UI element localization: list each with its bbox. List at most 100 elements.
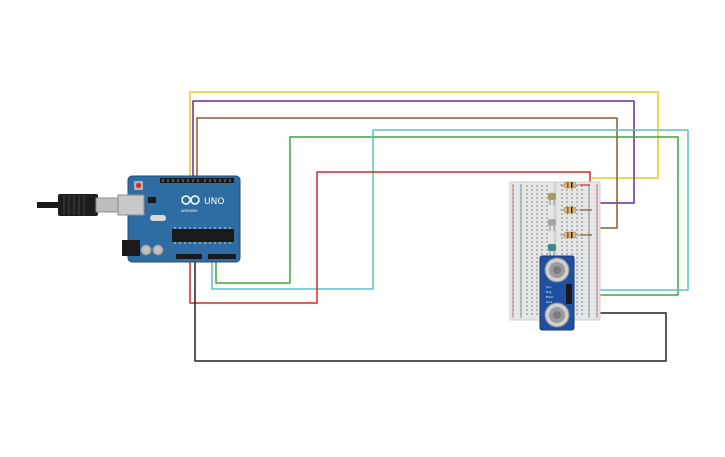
sensor-pin-label-echo: Echo bbox=[546, 295, 553, 299]
breadboard-hole bbox=[536, 289, 538, 291]
breadboard-hole bbox=[536, 237, 538, 239]
breadboard-hole bbox=[576, 313, 578, 315]
breadboard-hole bbox=[512, 193, 514, 195]
breadboard-hole bbox=[566, 245, 568, 247]
breadboard-hole bbox=[541, 205, 543, 207]
usb-plug-ridges bbox=[63, 195, 85, 215]
breadboard-hole bbox=[526, 189, 528, 191]
breadboard-hole bbox=[512, 245, 514, 247]
arduino-uno-board[interactable]: UNO ARDUINO bbox=[117, 175, 241, 263]
wire-yellow[interactable] bbox=[189, 91, 659, 179]
breadboard-hole bbox=[512, 249, 514, 251]
wire-brown[interactable] bbox=[196, 117, 618, 229]
breadboard-hole bbox=[541, 197, 543, 199]
breadboard-hole bbox=[512, 289, 514, 291]
breadboard-hole bbox=[531, 265, 533, 267]
breadboard-hole bbox=[588, 193, 590, 195]
breadboard-hole bbox=[581, 309, 583, 311]
usb-cable[interactable] bbox=[37, 194, 121, 216]
breadboard-hole bbox=[596, 269, 598, 271]
breadboard-hole bbox=[531, 201, 533, 203]
breadboard-hole bbox=[520, 197, 522, 199]
breadboard-hole bbox=[520, 229, 522, 231]
breadboard-hole bbox=[526, 297, 528, 299]
breadboard-hole bbox=[588, 197, 590, 199]
breadboard-hole bbox=[561, 237, 563, 239]
breadboard-hole bbox=[576, 189, 578, 191]
breadboard-hole bbox=[588, 229, 590, 231]
ultrasonic-sensor[interactable]: Vcc Trig Echo Gnd bbox=[539, 255, 575, 331]
breadboard-hole bbox=[531, 261, 533, 263]
breadboard-hole bbox=[541, 209, 543, 211]
breadboard-hole bbox=[588, 293, 590, 295]
resistor-2[interactable] bbox=[560, 206, 580, 214]
breadboard-hole bbox=[520, 237, 522, 239]
breadboard-hole bbox=[596, 273, 598, 275]
breadboard-hole bbox=[571, 217, 573, 219]
breadboard-hole bbox=[512, 237, 514, 239]
breadboard-hole bbox=[541, 217, 543, 219]
breadboard-hole bbox=[520, 301, 522, 303]
breadboard-hole bbox=[596, 261, 598, 263]
led-gray[interactable] bbox=[548, 219, 556, 231]
breadboard-hole bbox=[536, 209, 538, 211]
breadboard-hole bbox=[526, 245, 528, 247]
breadboard-hole bbox=[588, 273, 590, 275]
breadboard-hole bbox=[596, 297, 598, 299]
breadboard-hole bbox=[576, 225, 578, 227]
breadboard-hole bbox=[512, 189, 514, 191]
resistor-1[interactable] bbox=[560, 181, 580, 189]
breadboard-hole bbox=[520, 253, 522, 255]
breadboard-hole bbox=[536, 185, 538, 187]
breadboard-hole bbox=[541, 213, 543, 215]
breadboard-hole bbox=[571, 197, 573, 199]
breadboard-hole bbox=[546, 197, 548, 199]
breadboard-hole bbox=[526, 197, 528, 199]
breadboard-hole bbox=[588, 301, 590, 303]
wire-black[interactable] bbox=[194, 260, 667, 362]
breadboard-hole bbox=[536, 277, 538, 279]
breadboard-hole bbox=[588, 297, 590, 299]
breadboard-hole bbox=[512, 225, 514, 227]
breadboard-hole bbox=[536, 269, 538, 271]
wire-cyan[interactable] bbox=[211, 129, 689, 291]
breadboard-hole bbox=[561, 225, 563, 227]
breadboard-hole bbox=[576, 217, 578, 219]
breadboard-hole bbox=[581, 273, 583, 275]
arduino-logo-icon bbox=[181, 195, 200, 205]
resistor-3[interactable] bbox=[560, 231, 580, 239]
breadboard-hole bbox=[536, 189, 538, 191]
breadboard-hole bbox=[596, 209, 598, 211]
breadboard-hole bbox=[546, 201, 548, 203]
breadboard-hole bbox=[531, 285, 533, 287]
breadboard-hole bbox=[512, 217, 514, 219]
breadboard-hole bbox=[520, 297, 522, 299]
breadboard-hole bbox=[588, 217, 590, 219]
breadboard-hole bbox=[596, 221, 598, 223]
breadboard-hole bbox=[526, 241, 528, 243]
breadboard-hole bbox=[581, 213, 583, 215]
breadboard-hole bbox=[536, 241, 538, 243]
breadboard-hole bbox=[512, 205, 514, 207]
breadboard-hole bbox=[520, 257, 522, 259]
breadboard-hole bbox=[536, 261, 538, 263]
wire-red[interactable] bbox=[189, 171, 591, 304]
breadboard-hole bbox=[596, 265, 598, 267]
breadboard-hole bbox=[588, 277, 590, 279]
wire-green[interactable] bbox=[215, 136, 679, 296]
wire-purple[interactable] bbox=[192, 100, 635, 204]
capacitor-1 bbox=[140, 244, 152, 256]
breadboard-hole bbox=[566, 253, 568, 255]
breadboard-hole bbox=[520, 209, 522, 211]
breadboard-hole bbox=[561, 185, 563, 187]
led-yellow[interactable] bbox=[548, 193, 556, 205]
led-teal[interactable] bbox=[548, 244, 556, 256]
breadboard-hole bbox=[576, 293, 578, 295]
breadboard-hole bbox=[581, 217, 583, 219]
breadboard-hole bbox=[531, 197, 533, 199]
breadboard-hole bbox=[561, 253, 563, 255]
breadboard-hole bbox=[581, 185, 583, 187]
breadboard-hole bbox=[581, 293, 583, 295]
breadboard-hole bbox=[581, 197, 583, 199]
breadboard-hole bbox=[526, 281, 528, 283]
